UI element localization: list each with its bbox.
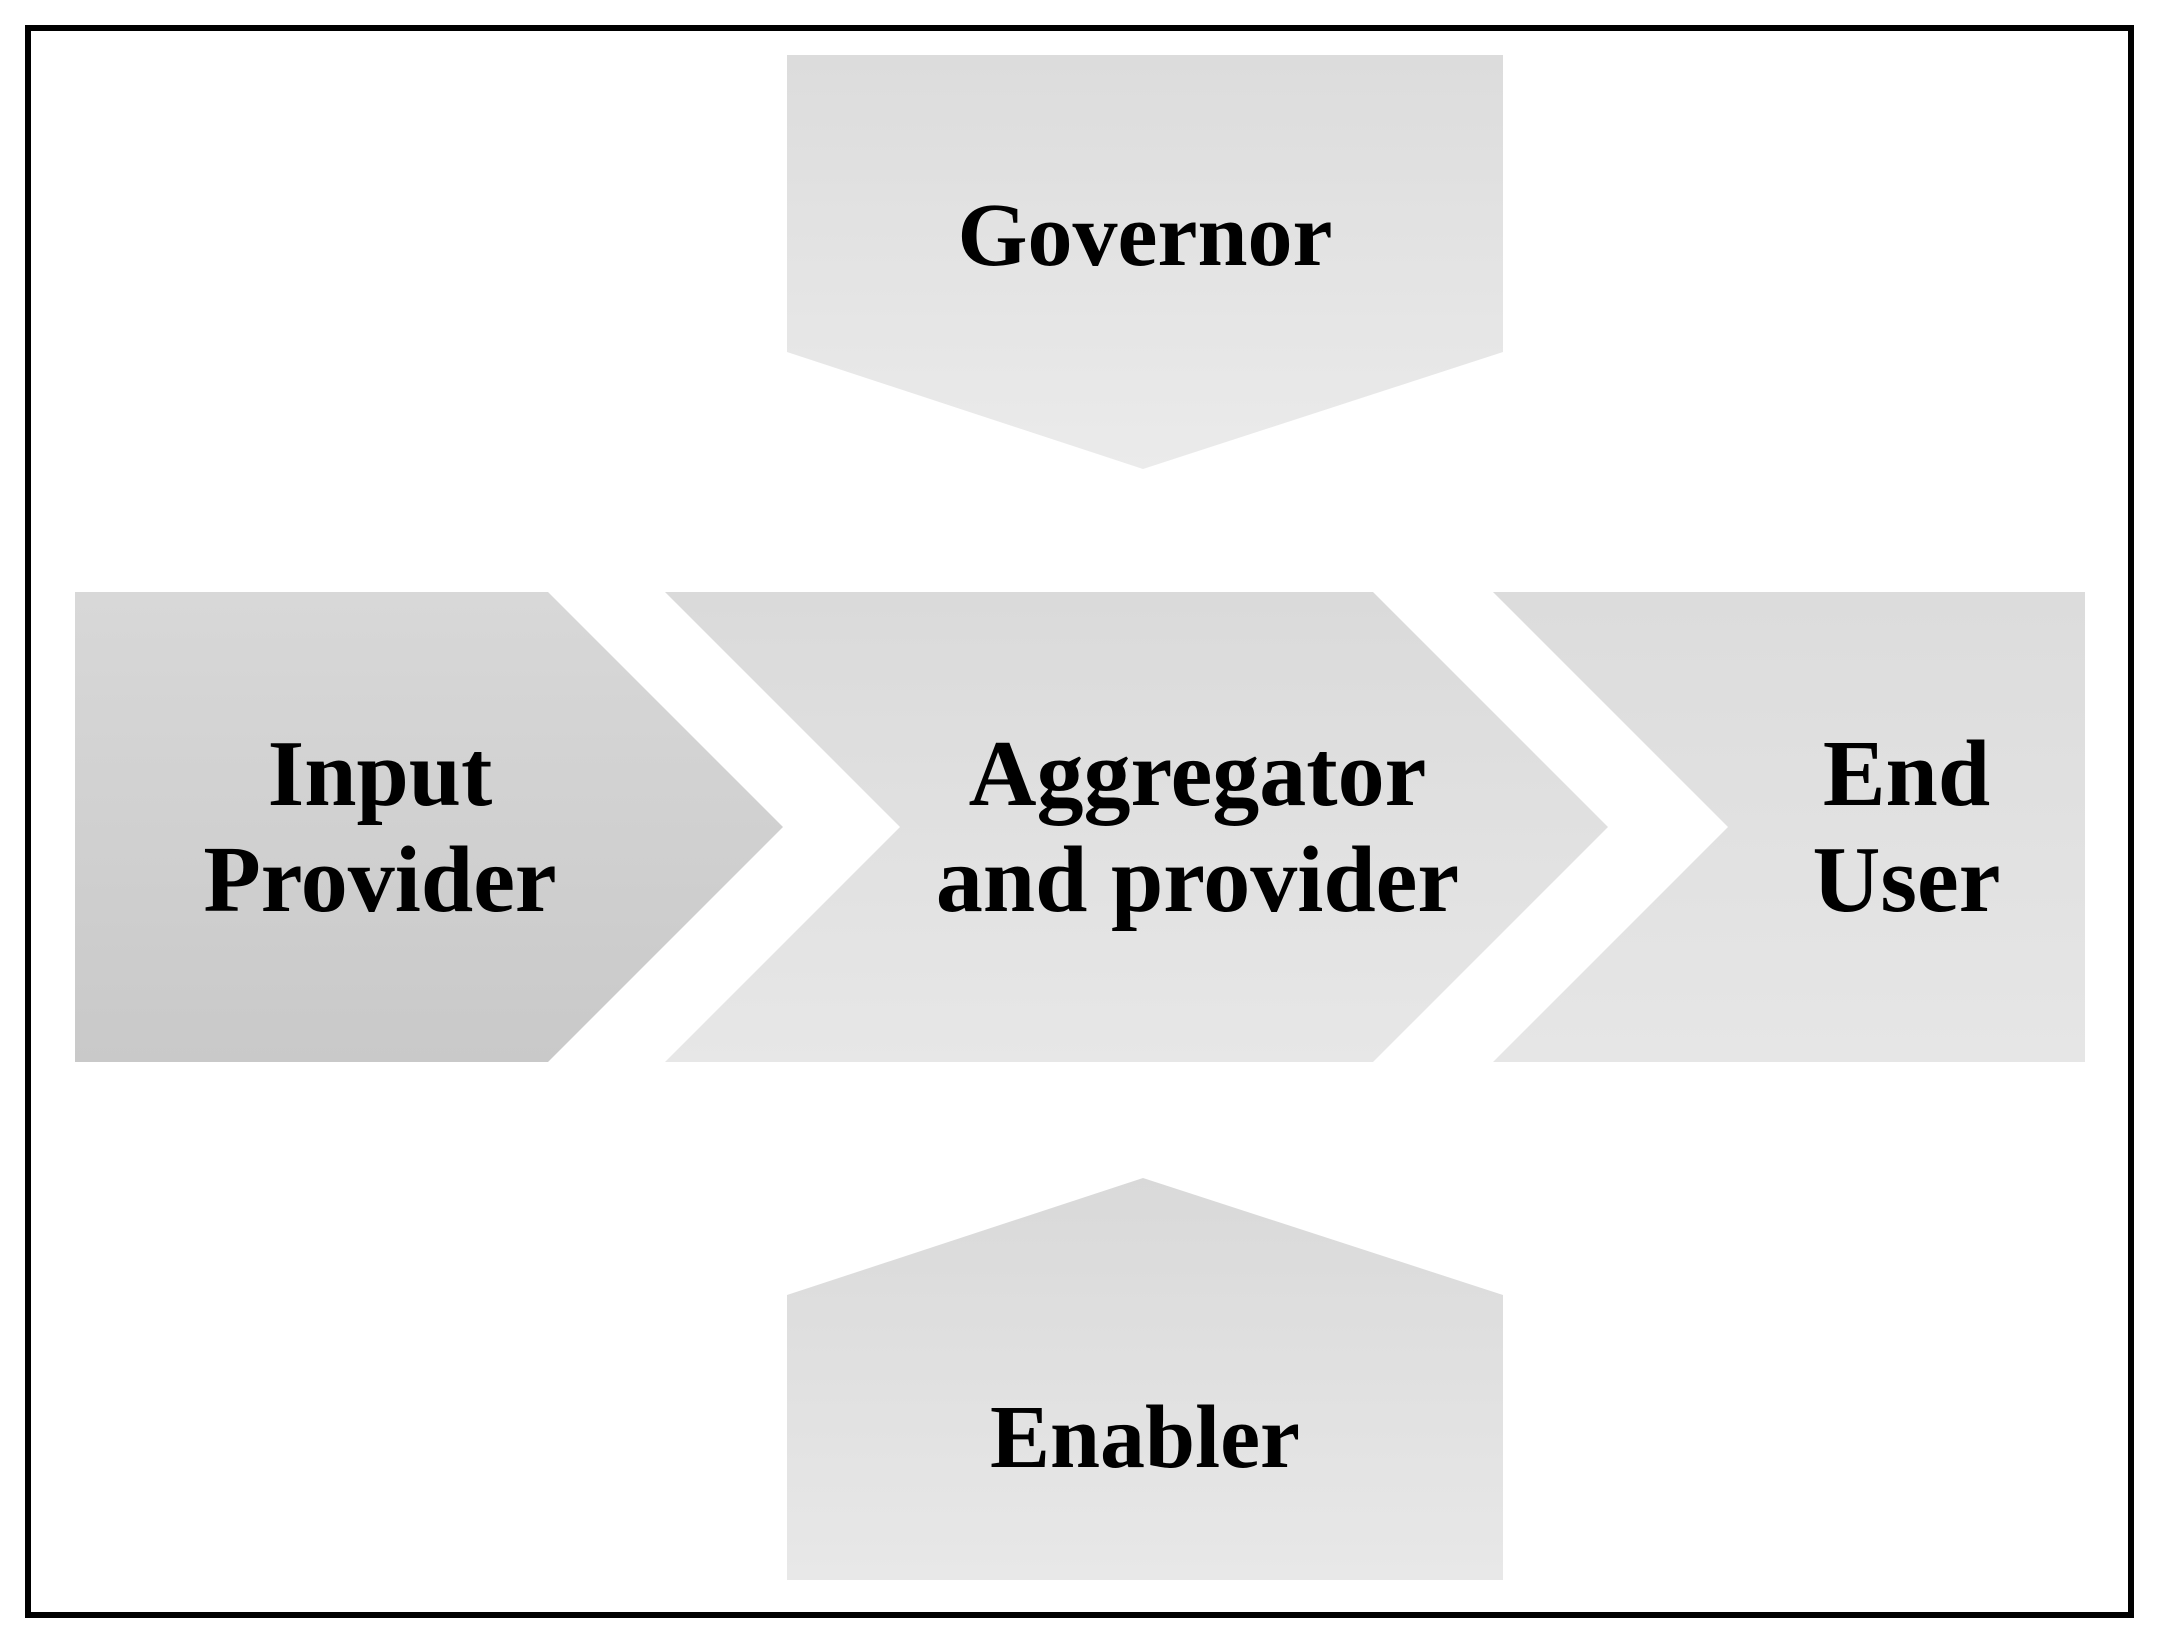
enabler-shape bbox=[787, 1178, 1503, 1580]
input-provider-shape bbox=[75, 592, 783, 1062]
aggregator-shape bbox=[665, 592, 1608, 1062]
governor-shape bbox=[787, 55, 1503, 469]
end-user-shape bbox=[1493, 592, 2085, 1062]
